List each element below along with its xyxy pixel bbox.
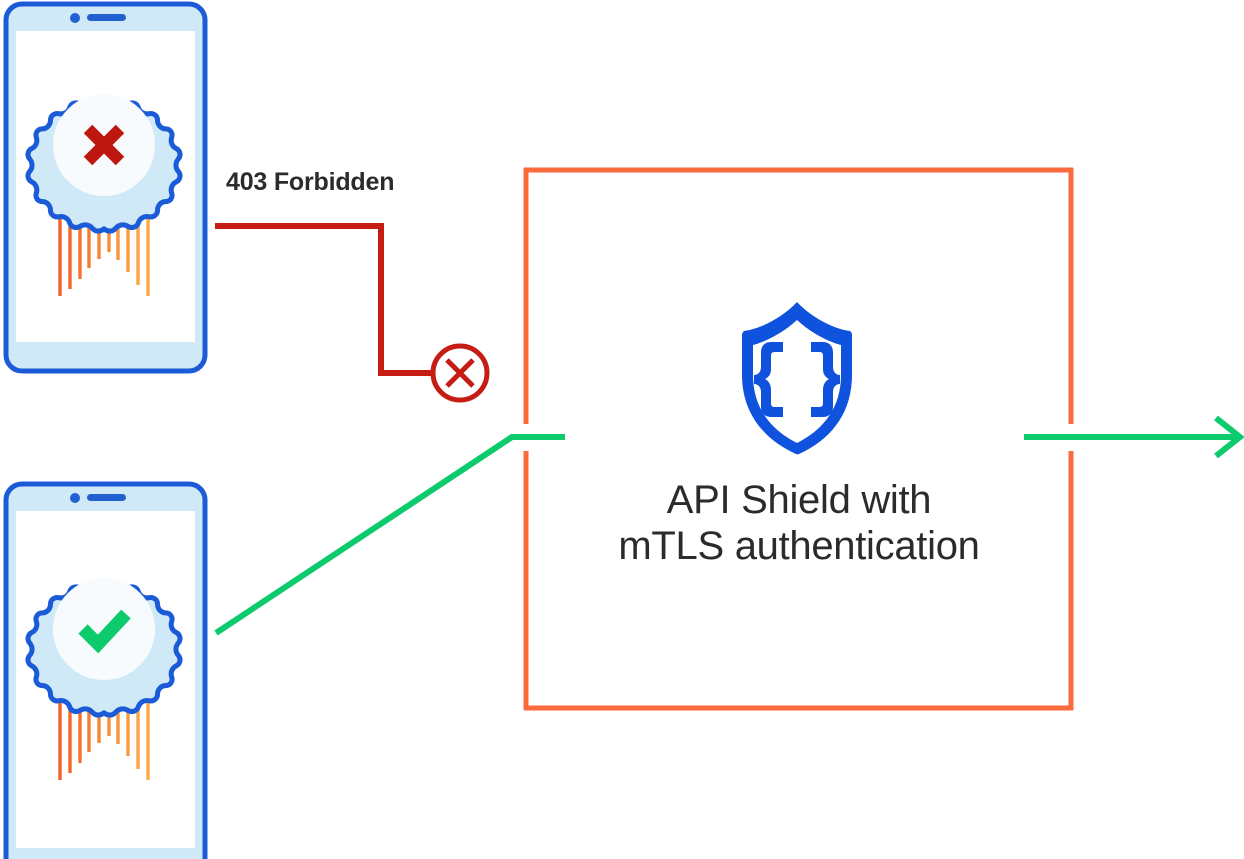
brace-right [811, 342, 840, 417]
speaker-bar-icon [87, 494, 126, 501]
shield-braces-icon [742, 302, 852, 455]
api-shield-box-title-line-2: mTLS authentication [618, 524, 980, 568]
camera-dot-icon [70, 13, 80, 23]
allowed-edge-inbound [214, 434, 565, 636]
denied-edge [215, 223, 490, 403]
brace-left [754, 342, 783, 417]
speaker-bar-icon [87, 14, 126, 21]
api-shield-box-title-line-1: API Shield with [666, 478, 932, 522]
check-mark-icon [78, 609, 131, 654]
denied-client-phone [3, 1, 208, 374]
api-shield-box [523, 167, 1074, 711]
denied-edge-path [215, 223, 431, 376]
allowed-edge-outbound [1024, 415, 1244, 459]
circle-x-icon [430, 343, 490, 403]
camera-dot-icon [70, 493, 80, 503]
allowed-inbound-path [214, 434, 565, 636]
x-mark-icon [83, 124, 125, 166]
arrow-head-icon [1214, 415, 1244, 459]
allowed-client-phone [3, 481, 208, 859]
denied-edge-label: 403 Forbidden [226, 168, 395, 196]
api-shield-box-title: API Shield with mTLS authentication [524, 477, 1074, 569]
